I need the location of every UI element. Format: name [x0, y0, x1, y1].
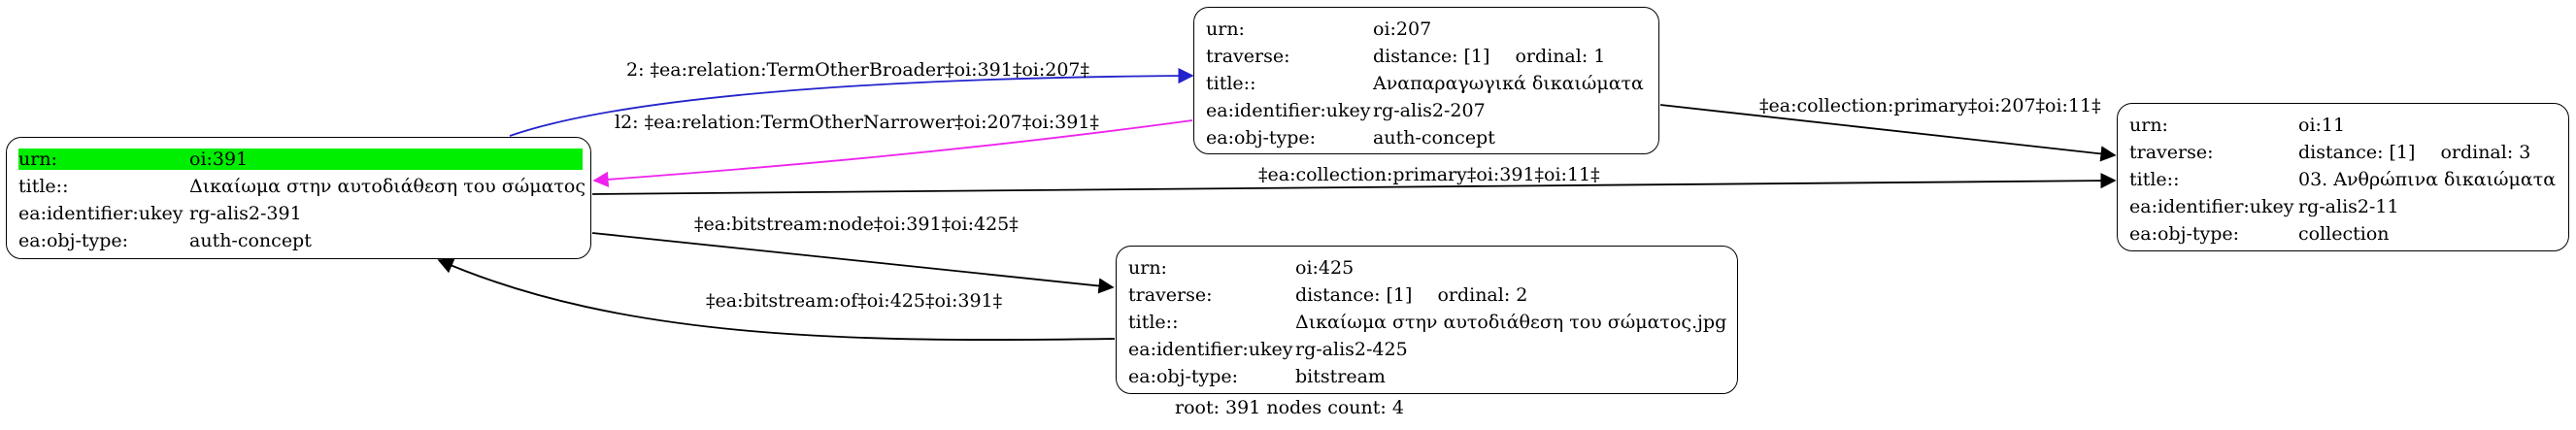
edge-label-term-other-narrower: l2: ‡ea:relation:TermOtherNarrower‡oi:20…: [615, 112, 1099, 133]
node-row-traverse: traverse: distance: [1] ordinal: 3: [2129, 139, 2559, 166]
row-key: ea:identifier:ukey: [2129, 196, 2294, 217]
row-value: collection: [2298, 223, 2390, 245]
node-row-urn: urn: oi:391: [18, 146, 583, 173]
row-key: urn:: [18, 149, 189, 170]
edge-label-collection-primary-207: ‡ea:collection:primary‡oi:207‡oi:11‡: [1759, 95, 2101, 116]
node-row-ukey: ea:identifier:ukey rg-alis2-425: [1128, 336, 1727, 363]
row-value: bitstream: [1295, 366, 1386, 387]
row-value: distance: [1] ordinal: 3: [2298, 142, 2530, 163]
node-oi-391[interactable]: urn: oi:391 title:: Δικαίωμα στην αυτοδι…: [6, 137, 591, 259]
row-value: Δικαίωμα στην αυτοδιάθεση του σώματος: [189, 176, 585, 197]
row-key: title::: [2129, 169, 2180, 190]
row-value: rg-alis2-425: [1295, 339, 1408, 360]
traverse-ordinal: ordinal: 2: [1437, 284, 1528, 306]
row-value: distance: [1] ordinal: 2: [1295, 284, 1527, 306]
node-row-urn: urn: oi:207: [1206, 16, 1649, 43]
edge-label-bitstream-node: ‡ea:bitstream:node‡oi:391‡oi:425‡: [694, 214, 1019, 235]
node-row-ukey: ea:identifier:ukey rg-alis2-391: [18, 200, 581, 227]
edge-label-bitstream-of: ‡ea:bitstream:of‡oi:425‡oi:391‡: [706, 290, 1003, 312]
row-key: ea:obj-type:: [1206, 127, 1317, 149]
row-value: auth-concept: [1373, 127, 1495, 149]
row-value: rg-alis2-11: [2298, 196, 2399, 217]
row-value: oi:207: [1373, 18, 1432, 40]
edge-collection-primary-207: [1659, 104, 2117, 162]
edge-label-term-other-broader: 2: ‡ea:relation:TermOtherBroader‡oi:391‡…: [626, 59, 1090, 81]
row-key: ea:identifier:ukey: [1128, 339, 1293, 360]
row-value: oi:425: [1295, 257, 1355, 279]
node-row-traverse: traverse: distance: [1] ordinal: 1: [1206, 43, 1649, 70]
row-key: urn:: [2129, 115, 2168, 136]
edge-bitstream-of: [437, 258, 1116, 341]
traverse-distance: distance: [1]: [2298, 142, 2416, 163]
edge-term-other-narrower: [592, 119, 1193, 187]
row-value: Αναπαραγωγικά δικαιώματα: [1373, 73, 1644, 94]
row-key: ea:obj-type:: [2129, 223, 2240, 245]
node-row-urn: urn: oi:11: [2129, 112, 2559, 139]
row-value: auth-concept: [189, 230, 312, 251]
row-key: urn:: [1206, 18, 1245, 40]
node-row-ukey: ea:identifier:ukey rg-alis2-11: [2129, 193, 2559, 220]
row-value: Δικαίωμα στην αυτοδιάθεση του σώματος.jp…: [1295, 312, 1727, 333]
node-row-obj-type: ea:obj-type: bitstream: [1128, 363, 1727, 390]
edge-collection-primary-391: [591, 173, 2117, 195]
row-key: ea:obj-type:: [18, 230, 129, 251]
row-key: ea:identifier:ukey: [18, 203, 184, 224]
node-oi-207[interactable]: urn: oi:207 traverse: distance: [1] ordin…: [1193, 7, 1659, 154]
row-key: traverse:: [2129, 142, 2214, 163]
node-row-title: title:: 03. Ανθρώπινα δικαιώματα: [2129, 166, 2559, 193]
row-key: title::: [1128, 312, 1179, 333]
node-row-traverse: traverse: distance: [1] ordinal: 2: [1128, 281, 1727, 309]
row-value: rg-alis2-391: [189, 203, 302, 224]
traverse-ordinal: ordinal: 1: [1515, 46, 1606, 67]
row-key: traverse:: [1128, 284, 1213, 306]
node-row-urn: urn: oi:425: [1128, 254, 1727, 281]
row-value: distance: [1] ordinal: 1: [1373, 46, 1605, 67]
row-value: rg-alis2-207: [1373, 100, 1486, 121]
node-row-title: title:: Αναπαραγωγικά δικαιώματα: [1206, 70, 1649, 97]
node-oi-11[interactable]: urn: oi:11 traverse: distance: [1] ordina…: [2117, 103, 2569, 251]
node-row-title: title:: Δικαίωμα στην αυτοδιάθεση του σώ…: [1128, 309, 1727, 336]
root-summary: root: 391 nodes count: 4: [1175, 397, 1404, 418]
row-value: oi:11: [2298, 115, 2346, 136]
row-value: oi:391: [189, 149, 583, 170]
row-key: ea:obj-type:: [1128, 366, 1239, 387]
edge-label-collection-primary-391: ‡ea:collection:primary‡oi:391‡oi:11‡: [1258, 164, 1600, 185]
traverse-distance: distance: [1]: [1295, 284, 1413, 306]
edge-bitstream-node: [591, 232, 1115, 294]
row-key: traverse:: [1206, 46, 1290, 67]
row-key: title::: [1206, 73, 1256, 94]
row-key: title::: [18, 176, 69, 197]
node-row-obj-type: ea:obj-type: collection: [2129, 220, 2559, 248]
row-value: 03. Ανθρώπινα δικαιώματα: [2298, 169, 2557, 190]
node-row-obj-type: ea:obj-type: auth-concept: [18, 227, 581, 254]
traverse-distance: distance: [1]: [1373, 46, 1490, 67]
node-row-obj-type: ea:obj-type: auth-concept: [1206, 124, 1649, 151]
row-key: ea:identifier:ukey: [1206, 100, 1371, 121]
node-row-title: title:: Δικαίωμα στην αυτοδιάθεση του σώ…: [18, 173, 585, 200]
traverse-ordinal: ordinal: 3: [2440, 142, 2531, 163]
edge-term-other-broader: [509, 67, 1194, 137]
row-key: urn:: [1128, 257, 1167, 279]
node-oi-425[interactable]: urn: oi:425 traverse: distance: [1] ordin…: [1116, 246, 1738, 394]
node-row-ukey: ea:identifier:ukey rg-alis2-207: [1206, 97, 1649, 124]
